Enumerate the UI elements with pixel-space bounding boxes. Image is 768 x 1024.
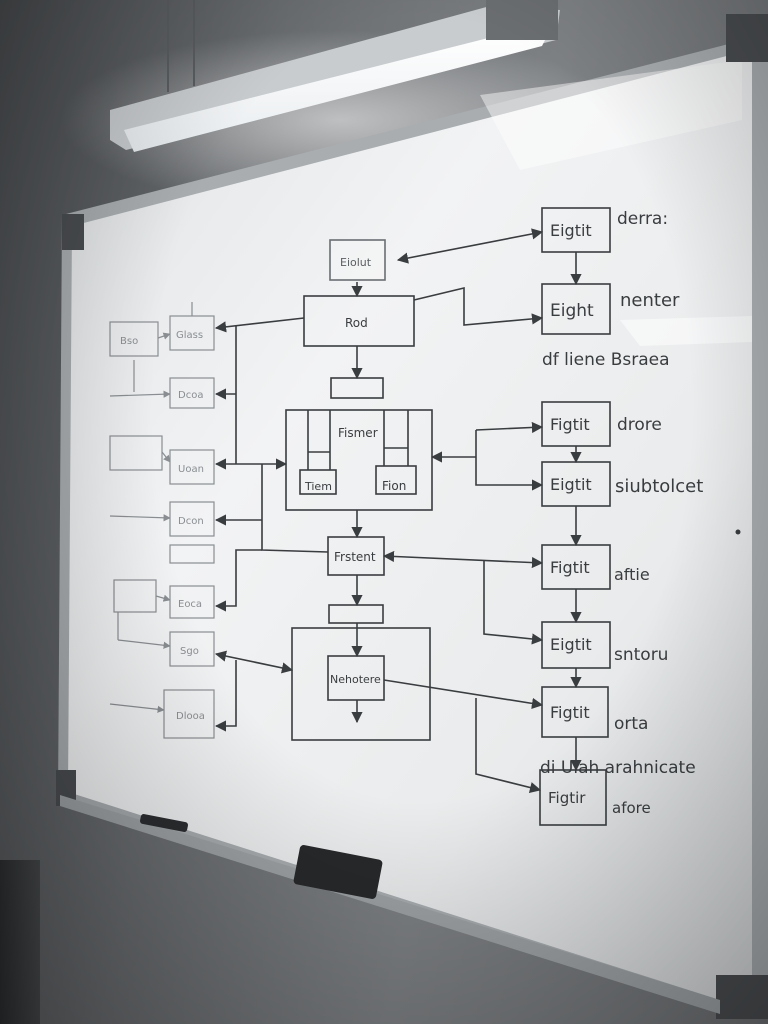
- label-left-8: Dlooa: [176, 711, 205, 722]
- side-label-5: siubtolcet: [615, 476, 703, 497]
- label-left-2: Glass: [176, 330, 203, 341]
- label-left-1: Bso: [120, 336, 138, 347]
- label-fismer: Fismer: [338, 426, 378, 440]
- box-left-4: [109, 435, 163, 471]
- label-right-7: Figtit: [550, 703, 590, 722]
- whiteboard-diagram: [214, 207, 611, 826]
- marker-eraser: [293, 845, 383, 899]
- light-fixture-endcap: [486, 0, 558, 40]
- label-tiem: Tiem: [304, 480, 332, 493]
- marker-tray: [60, 795, 720, 1014]
- frame-corner-bottom-right: [716, 975, 768, 1019]
- side-label-2: nenter: [620, 290, 680, 311]
- label-fion: Fion: [382, 479, 406, 493]
- box-nehotere-outer: [291, 627, 431, 741]
- box-eiolut: [329, 239, 386, 281]
- label-right-8: Figtir: [548, 789, 586, 807]
- box-left-7: [169, 544, 215, 564]
- side-label-1: derra:: [617, 209, 668, 229]
- side-label-4: drore: [617, 415, 662, 435]
- label-left-6: Eoca: [178, 599, 202, 610]
- board-mark-dot: [735, 529, 741, 535]
- label-left-7: Sgo: [180, 646, 199, 657]
- side-label-6: aftie: [614, 565, 650, 584]
- label-right-6: Eigtit: [550, 635, 592, 654]
- box-tiem: [299, 469, 337, 495]
- box-left-9: [169, 585, 215, 619]
- whiteboard-diagram-faint: [109, 302, 215, 739]
- box-fion: [375, 465, 417, 495]
- diagram-side-labels: derra: nenter df liene Bsraea drore siub…: [540, 209, 703, 817]
- wall-corner-shadow: [0, 860, 40, 1024]
- side-label-8: orta: [614, 714, 648, 734]
- label-right-3: Figtit: [550, 415, 590, 434]
- marker-pen: [140, 814, 188, 832]
- label-left-4: Uoan: [178, 464, 204, 475]
- box-left-5: [169, 449, 215, 485]
- board-reflection-2: [620, 316, 752, 346]
- frame-corner-top-right: [726, 14, 768, 62]
- frame-corner-top-left: [62, 214, 84, 250]
- label-left-5: Dcon: [178, 516, 204, 527]
- label-right-4: Eigtit: [550, 475, 592, 494]
- label-left-3: Dcoa: [178, 390, 203, 401]
- side-label-3: df liene Bsraea: [542, 350, 670, 370]
- board-reflection: [480, 60, 742, 170]
- box-left-10: [169, 631, 215, 667]
- label-right-1: Eigtit: [550, 221, 592, 240]
- label-right-5: Figtit: [550, 558, 590, 577]
- light-tube: [124, 30, 548, 152]
- side-label-7: sntoru: [614, 645, 668, 665]
- label-right-2: Eight: [550, 301, 594, 321]
- diagram-faint-labels: Bso Glass Dcoa Uoan Dcon Eoca Sgo Dlooa: [120, 330, 205, 722]
- label-nehotere: Nehotere: [330, 673, 381, 686]
- label-frstent: Frstent: [334, 550, 376, 564]
- diagram-box-labels: Eiolut Rod Fismer Tiem Fion Frstent Neho…: [304, 221, 594, 807]
- side-label-9: di Uiah arahnicate: [540, 758, 696, 778]
- label-eiolut: Eiolut: [340, 256, 372, 269]
- side-label-10: afore: [612, 799, 651, 817]
- box-left-1: [109, 321, 159, 357]
- box-left-11: [163, 689, 215, 739]
- label-rod: Rod: [345, 316, 368, 330]
